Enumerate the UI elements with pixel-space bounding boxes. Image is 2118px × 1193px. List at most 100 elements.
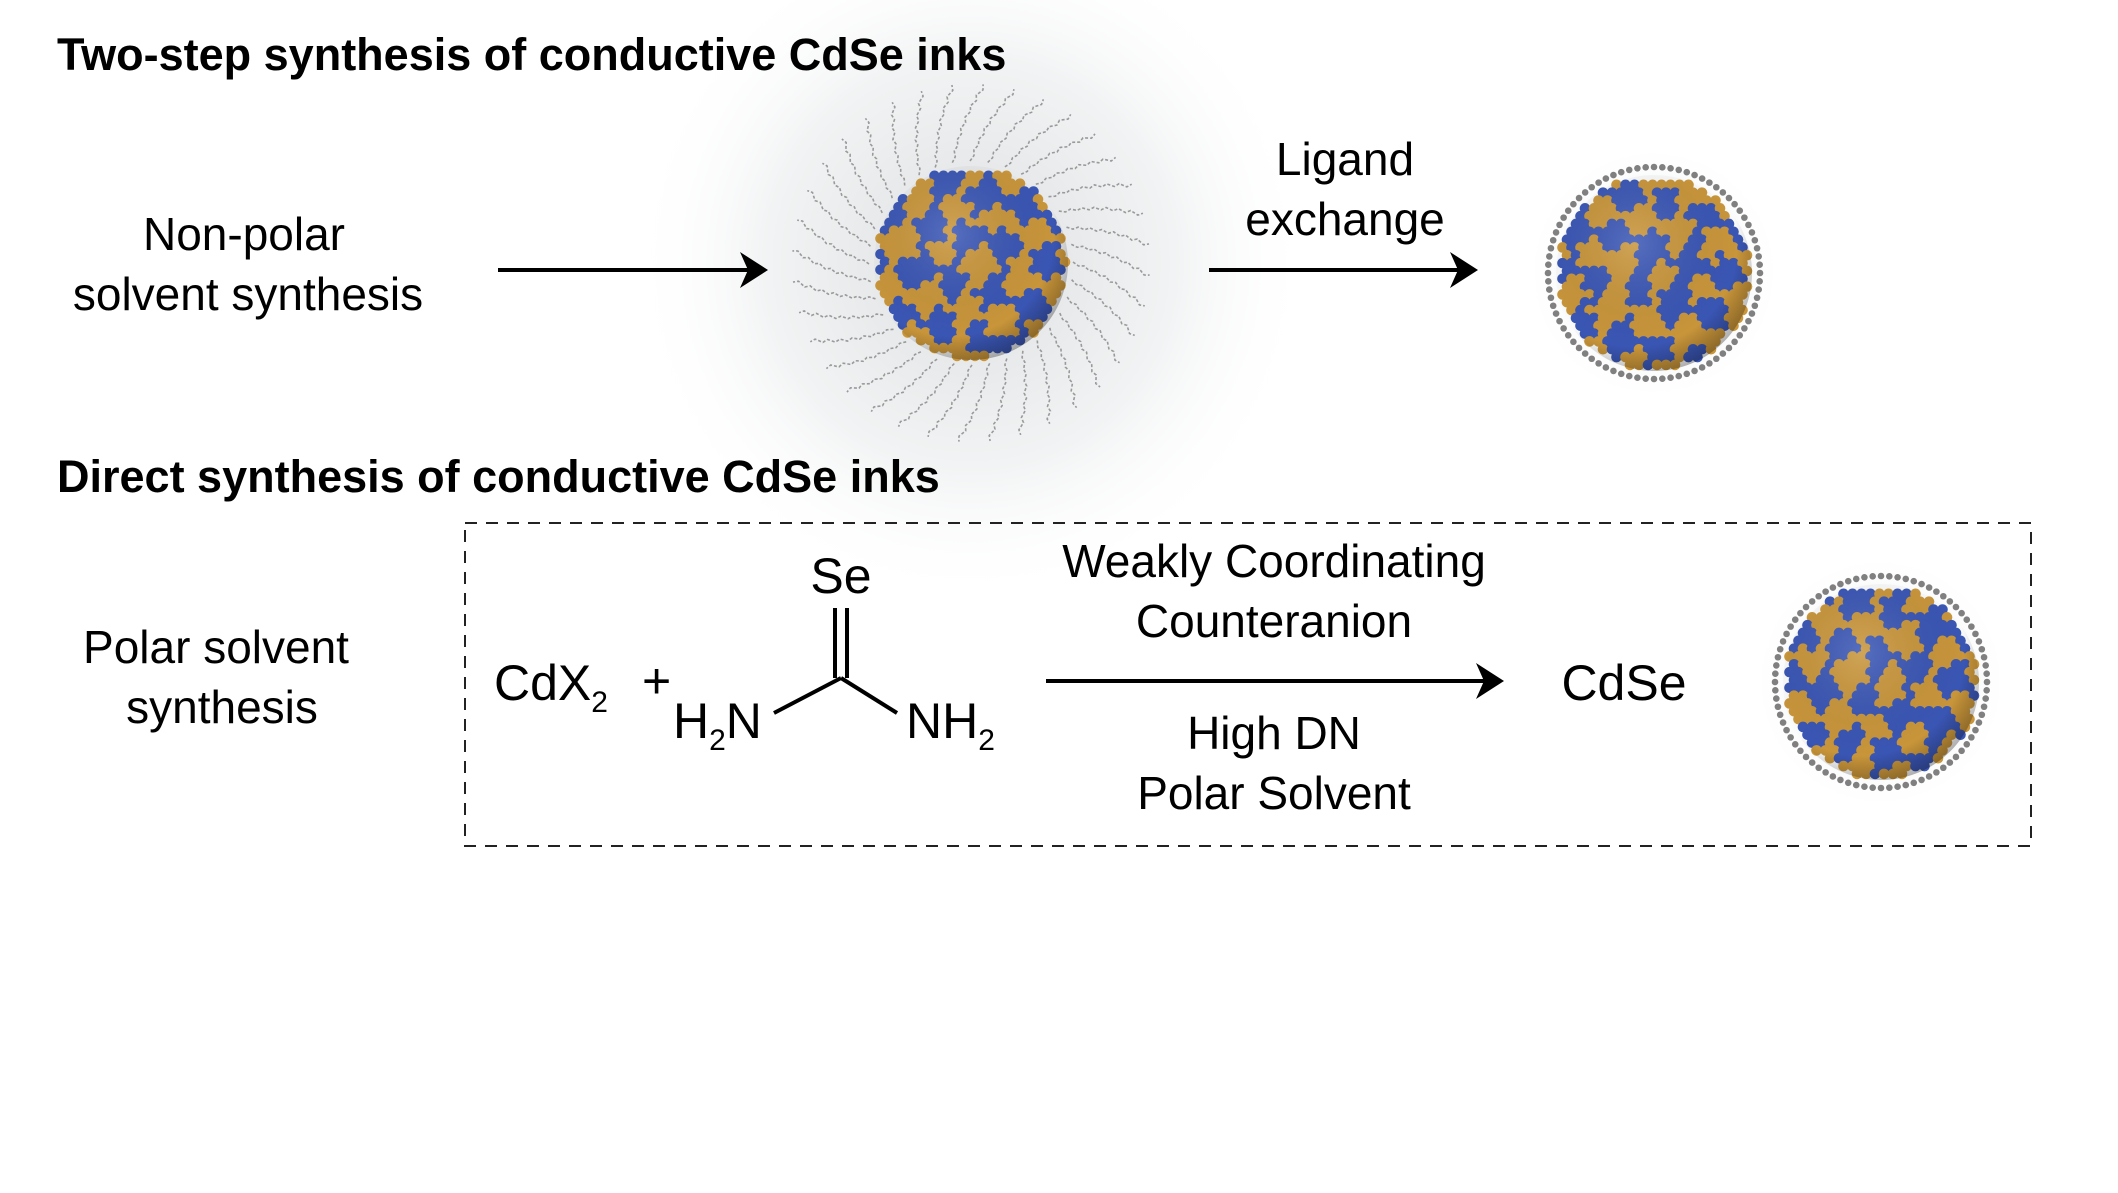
shell-ligand [1698,364,1706,371]
shell-ligand [1776,645,1784,653]
shell-ligand [1713,355,1720,363]
ligand-chain [870,358,938,412]
nanocrystal-shading [874,166,1068,360]
shell-ligand [1741,325,1748,332]
shell-ligand [1683,370,1691,378]
shell-ligand [1802,603,1810,611]
shell-ligand [1556,317,1563,325]
condition-solvent-line2: Polar Solvent [1137,767,1411,819]
shell-ligand [1894,574,1901,581]
shell-ligand [1751,236,1759,244]
shell-ligand [1776,711,1784,719]
ligand-chain [1066,296,1120,364]
ligand-chain [825,341,907,370]
shell-ligand [1748,229,1756,236]
shell-ligand [1983,670,1990,677]
selenourea-structure: Se H2N NH2 [673,548,995,757]
arrow-direct-head [1476,663,1504,699]
shell-ligand [1772,670,1779,677]
shell-ligand [1771,678,1779,686]
ligand-chain [987,99,1045,163]
shell-ligand [1886,573,1893,580]
shell-ligand [1706,179,1713,186]
shell-ligand [1822,588,1829,595]
shell-ligand [1983,678,1991,686]
shell-ligand [1980,653,1988,661]
ligand-chain [1036,340,1052,425]
bond-left [773,676,842,715]
shell-ligand [1972,726,1979,734]
nanocrystal-shading [1556,175,1752,371]
shell-ligand [1755,286,1762,293]
shell-ligand [1925,584,1933,591]
shell-ligand [1952,753,1960,761]
shell-ligand [1829,584,1837,591]
inorganic-ligand-shell [1544,163,1764,383]
shell-ligand [1564,207,1572,214]
shell-ligand [1877,572,1885,580]
shell-ligand [1602,364,1610,371]
shell-ligand [1617,168,1625,176]
shell-ligand [1829,773,1837,780]
oleate-ligands [792,84,1150,442]
ligand-chain [792,250,872,283]
ligand-chain [1066,226,1150,246]
shell-ligand [1797,609,1804,617]
shell-ligand [1975,719,1983,726]
shell-ligand [1570,338,1577,346]
shell-ligand [1547,244,1555,252]
shell-ligand [1958,609,1965,617]
shell-ligand [1731,338,1738,346]
ligand-chain [934,84,954,168]
shell-ligand [1610,367,1617,375]
shell-ligand [1910,779,1918,787]
arrow-ligand-exchange-head [1450,252,1478,288]
shell-ligand [1815,764,1822,772]
shell-ligand [1933,588,1940,595]
plus-sign: + [642,653,671,709]
ligand-chain [1070,243,1150,276]
amine-right: NH2 [906,693,995,757]
ligand-exchange-line1: Ligand [1276,133,1414,185]
nanocrystal-product [1783,584,1980,780]
shell-ligand [1753,294,1761,302]
shell-ligand [1982,662,1989,669]
shell-ligand [1731,200,1738,208]
shell-ligand [1570,200,1577,208]
ligand-chain [951,84,984,164]
ligand-chain [1071,279,1135,337]
shell-ligand [1968,734,1975,741]
shell-ligand [1751,302,1759,310]
shell-ligand [1545,278,1552,285]
condition-counteranion-line1: Weakly Coordinating [1062,535,1486,587]
ligand-chain [792,280,876,300]
non-polar-label-line2: solvent synthesis [73,268,423,320]
shell-ligand [1791,741,1799,748]
selenium-atom: Se [810,548,871,604]
shell-ligand [1918,580,1925,588]
shell-ligand [1756,261,1763,268]
shell-ligand [1808,759,1816,766]
shell-ligand [1642,375,1649,382]
shell-ligand [1802,753,1810,761]
ligand-chain [1048,182,1133,198]
shell-ligand [1659,164,1666,171]
shell-ligand [1667,374,1674,381]
shell-ligand [1852,781,1860,789]
shell-ligand [1946,598,1954,605]
shell-ligand [1877,784,1885,792]
shell-ligand [1745,221,1752,229]
shell-ligand [1815,592,1822,600]
ligand-chain [1072,261,1145,307]
shell-ligand [1952,603,1960,611]
ligand-chain [864,117,893,199]
direct-title: Direct synthesis of conductive CdSe inks [57,451,940,502]
ligand-chain [958,362,991,442]
shell-ligand [1610,171,1617,179]
shell-ligand [1968,623,1975,630]
shell-ligand [1972,630,1979,638]
ligand-chain [1018,350,1028,436]
shell-ligand [1869,573,1876,580]
shell-ligand [1933,769,1940,776]
shell-ligand [1552,310,1560,317]
